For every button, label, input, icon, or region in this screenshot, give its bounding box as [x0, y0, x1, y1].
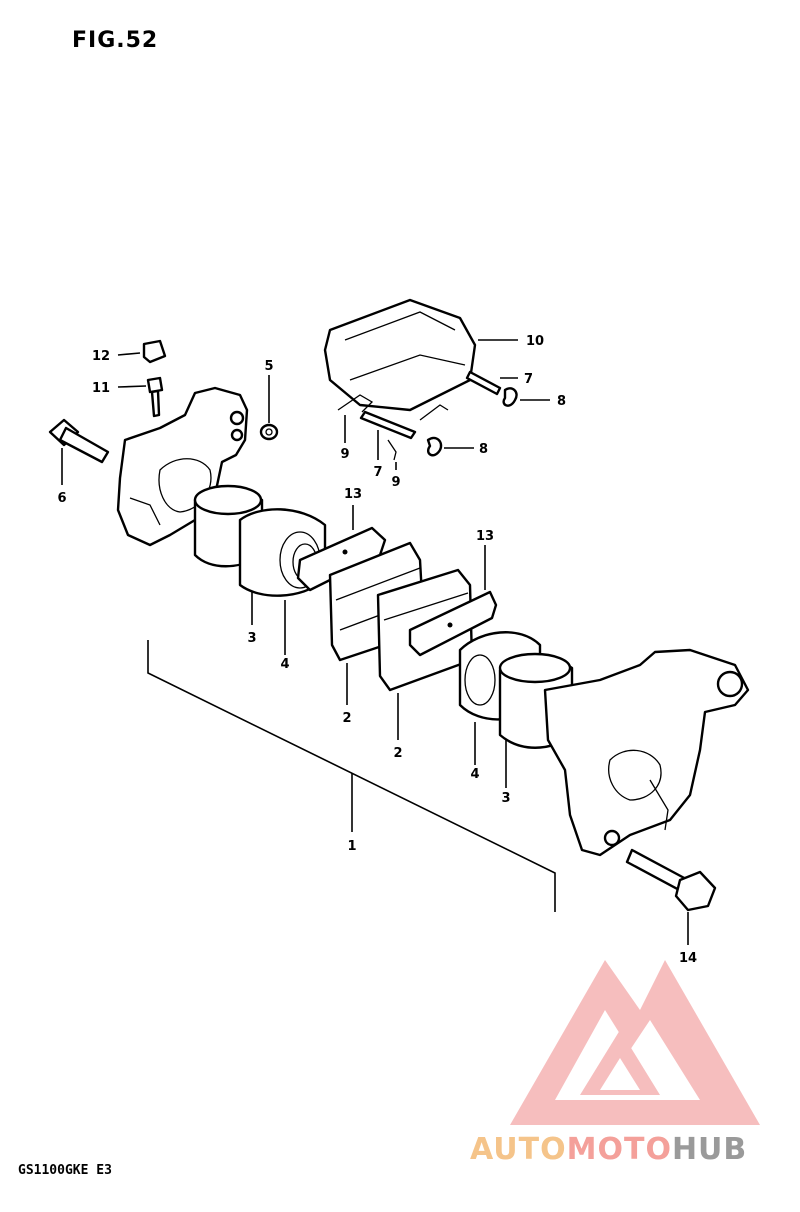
part-8-clip-lower: [426, 436, 474, 457]
part-9-spring-right: [387, 404, 449, 470]
callout-2b: 2: [393, 746, 402, 761]
right-caliper-housing: [543, 648, 750, 857]
callout-12: 12: [92, 349, 110, 364]
callout-4a: 4: [280, 657, 289, 672]
callout-14: 14: [679, 951, 697, 966]
callout-8a: 8: [557, 394, 566, 409]
part-13-shim-right: [408, 545, 498, 657]
callout-3b: 3: [501, 791, 510, 806]
callout-7b: 7: [373, 465, 382, 480]
figure-title: FIG.52: [72, 28, 159, 53]
callout-8b: 8: [479, 442, 488, 457]
callout-10: 10: [526, 334, 544, 349]
part-8-clip-upper: [502, 387, 550, 407]
part-6-bolt: [48, 418, 110, 485]
part-2-pad-right: [376, 568, 474, 740]
callout-11: 11: [92, 381, 110, 396]
watermark-logo: [510, 960, 760, 1125]
model-code: GS1100GKE E3: [18, 1163, 112, 1178]
watermark-part-auto: AUTO: [470, 1132, 567, 1167]
watermark-part-hub: HUB: [671, 1132, 748, 1167]
callout-1: 1: [347, 839, 356, 854]
callout-labels: 1 2 2 3 3 4 4 5 6 7 7 8 8 9 9 10 11 12 1…: [57, 334, 697, 966]
callout-13a: 13: [344, 487, 362, 502]
callout-2a: 2: [342, 711, 351, 726]
part-5-washer: [259, 375, 279, 441]
callout-7a: 7: [524, 372, 533, 387]
watermark-part-moto: MOTO: [566, 1132, 672, 1167]
callout-13b: 13: [476, 529, 494, 544]
part-7-pad-pin-upper: [465, 370, 518, 396]
callout-4b: 4: [470, 767, 479, 782]
assembly-bracket-1: [147, 640, 556, 912]
part-12-bleeder-cap: [117, 339, 167, 364]
callout-5: 5: [264, 359, 273, 374]
watermark-text: AUTOMOTOHUB: [470, 1132, 747, 1167]
part-14-bolt: [625, 848, 717, 945]
callout-6: 6: [57, 491, 66, 506]
callout-9a: 9: [340, 447, 349, 462]
part-11-bleeder-valve: [117, 376, 164, 418]
callout-3a: 3: [247, 631, 256, 646]
part-9-spring-left: [337, 394, 374, 443]
callout-9b: 9: [391, 475, 400, 490]
left-caliper-housing: [116, 386, 249, 547]
part-7-pad-pin-lower: [359, 410, 417, 460]
part-10-pad-cover: [323, 298, 518, 412]
